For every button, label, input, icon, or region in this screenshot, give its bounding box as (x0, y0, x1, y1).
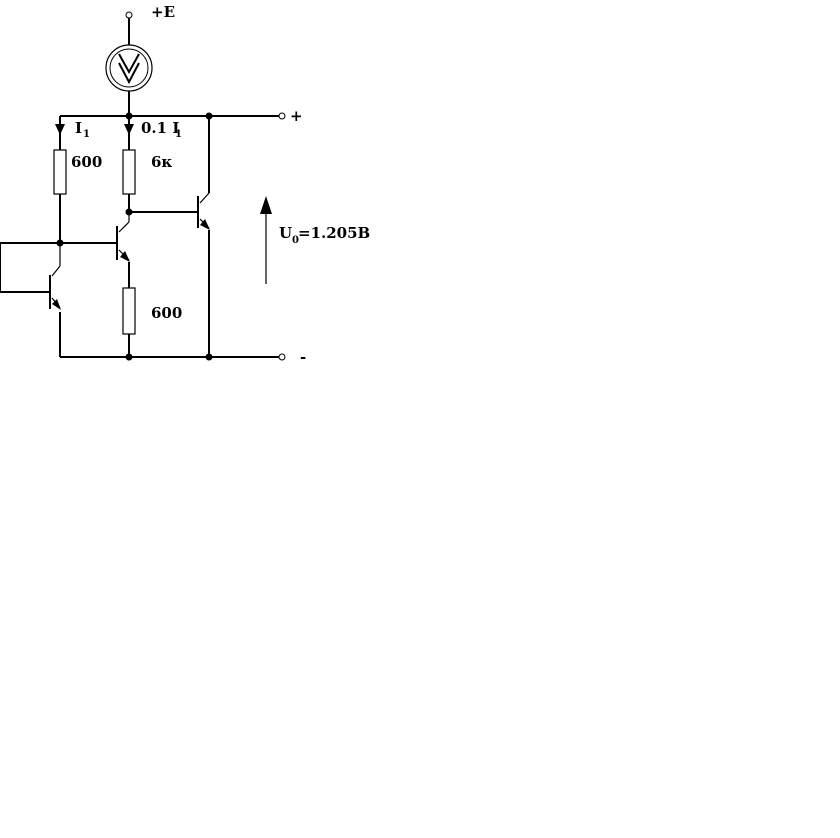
i1-subscript: 1 (83, 129, 90, 140)
voltage-value: =1.205В (298, 224, 370, 242)
r2-label: 6к (151, 153, 172, 171)
q3-emitter-arrow-icon (200, 219, 210, 230)
r1-label: 600 (71, 153, 102, 171)
r3-label: 600 (151, 304, 182, 322)
junction-dot (125, 353, 133, 361)
supply-terminal-icon (125, 11, 133, 19)
voltage-symbol: U (279, 224, 292, 242)
voltage-subscript: 0 (292, 235, 299, 246)
plus-terminal-icon (278, 112, 286, 120)
junction-dot (56, 239, 64, 247)
resistor-r1 (53, 149, 67, 195)
i1-arrow-icon (55, 124, 65, 135)
minus-label: - (300, 348, 306, 366)
q1-base-feedback-loop (0, 242, 60, 293)
junction-dot (205, 112, 213, 120)
q1-collector-lead (51, 265, 61, 277)
current-source-icon (105, 44, 153, 92)
minus-terminal-icon (278, 353, 286, 361)
i2-label: 0.1 I (141, 119, 179, 137)
supply-label: +E (151, 3, 175, 21)
q3-collector-lead (199, 192, 210, 204)
q2-collector-lead (118, 221, 130, 233)
i2-subscript: 1 (175, 129, 182, 140)
junction-dot (205, 353, 213, 361)
junction-dot (125, 112, 133, 120)
resistor-r2 (122, 149, 136, 195)
resistor-r3 (122, 287, 136, 335)
plus-label: + (290, 107, 303, 125)
q2-emitter-arrow-icon (120, 251, 130, 262)
voltage-arrow-icon (260, 196, 272, 214)
i1-label: I (75, 119, 82, 137)
q1-emitter-arrow-icon (52, 299, 61, 310)
junction-dot (125, 208, 133, 216)
